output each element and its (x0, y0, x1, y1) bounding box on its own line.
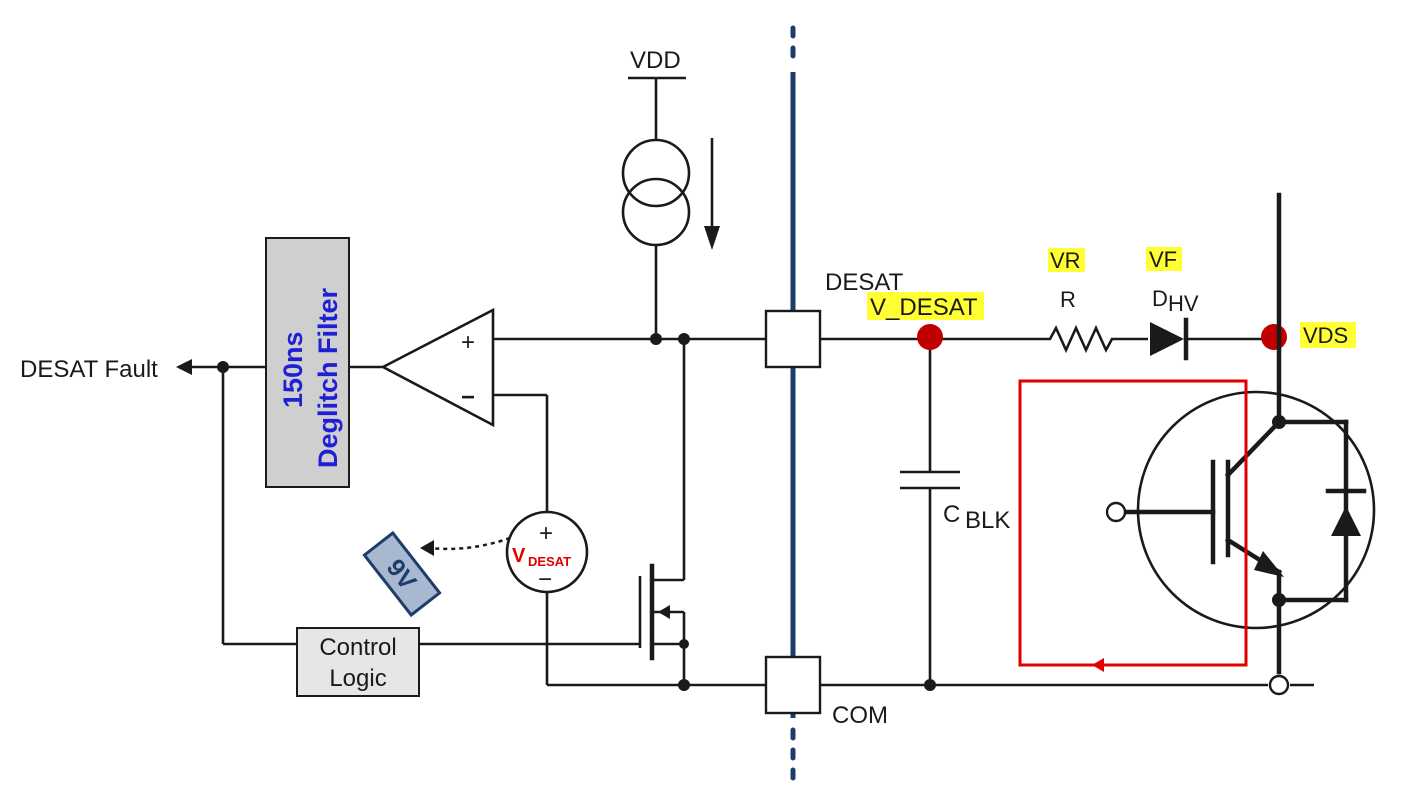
comparator-plus-sign: + (461, 329, 475, 356)
control-logic-label-line1: Control (319, 634, 396, 661)
vr-label: VR (1050, 248, 1081, 273)
diode-label-main: D (1152, 286, 1168, 311)
mosfet-symbol (638, 333, 690, 691)
current-direction-arrow-icon (704, 138, 720, 250)
v-desat-highlight (867, 292, 984, 320)
vr-highlight (1048, 248, 1085, 272)
vds-label: VDS (1303, 323, 1348, 348)
deglitch-filter-block: 150ns Deglitch Filter (265, 237, 350, 488)
vds-highlight (1300, 322, 1356, 348)
com-pin-label: COM (832, 702, 888, 729)
filter-label-line2: Deglitch Filter (313, 287, 343, 468)
resistor-symbol (1045, 324, 1148, 354)
vds-node-dot (1261, 324, 1287, 350)
filter-label-line1: 150ns (278, 331, 308, 408)
control-logic-block: Control Logic (296, 627, 640, 697)
vsrc-label-sub: DESAT (528, 554, 571, 569)
vsrc-plus-sign: + (539, 520, 553, 547)
com-pin (764, 655, 822, 715)
vdd-label: VDD (630, 47, 681, 74)
comparator-symbol (350, 307, 770, 512)
fault-output-wiring (176, 359, 297, 646)
reference-voltage-tag: 9V (362, 530, 511, 618)
diode-dhv-symbol (1150, 317, 1274, 361)
control-logic-label-line2: Logic (329, 665, 386, 692)
capacitor-symbol (900, 470, 960, 490)
igbt-symbol (1105, 192, 1376, 696)
vsrc-label-main: V (512, 545, 526, 567)
diode-label-sub: HV (1168, 291, 1199, 316)
capacitor-label-main: C (943, 501, 960, 528)
vsrc-minus-sign: − (538, 566, 552, 593)
current-source-symbol (621, 138, 691, 339)
desat-pin-label: DESAT (825, 269, 904, 296)
capacitor-label-sub: BLK (965, 507, 1010, 534)
vdesat-voltage-source: + − V DESAT (505, 510, 770, 687)
resistor-label: R (1060, 287, 1076, 312)
desat-fault-label: DESAT Fault (20, 356, 158, 383)
v-desat-node-dot (917, 324, 943, 350)
current-loop-box (1018, 379, 1248, 672)
vf-highlight (1146, 247, 1182, 271)
vdd-rail (628, 76, 686, 140)
comparator-minus-sign: − (461, 384, 475, 411)
vf-label: VF (1149, 247, 1177, 272)
v-desat-node-label: V_DESAT (870, 294, 978, 321)
desat-pin (764, 309, 822, 369)
